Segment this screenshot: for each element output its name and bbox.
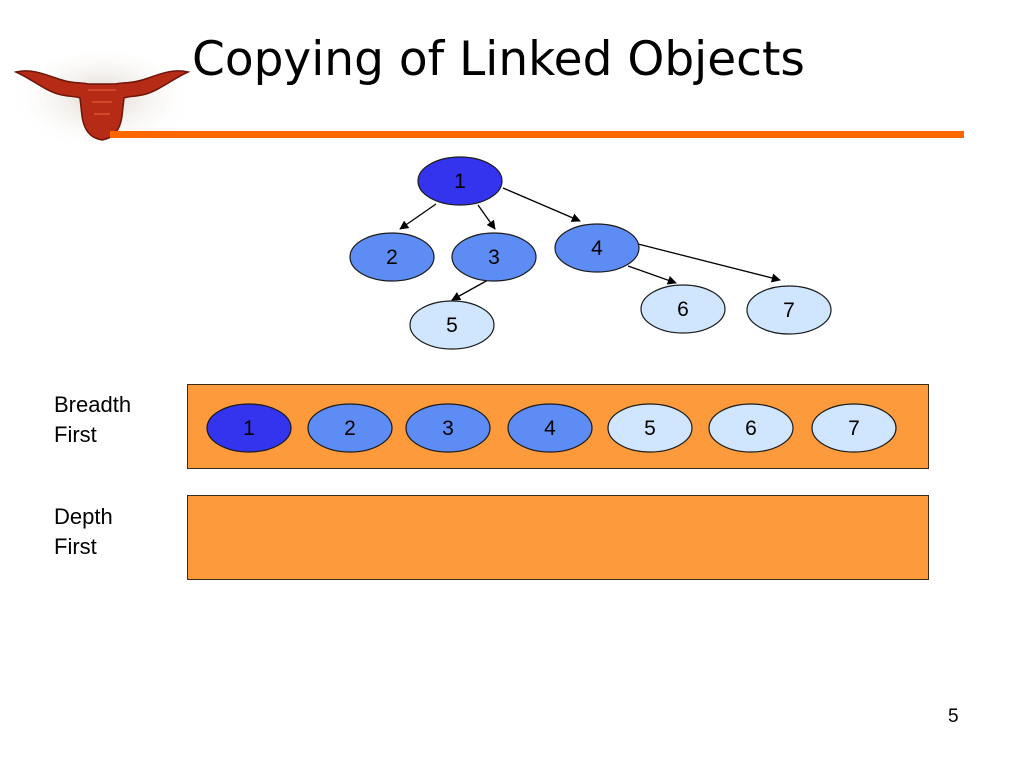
edge-3-to-5 — [451, 279, 489, 301]
graph-node-label: 1 — [454, 170, 466, 193]
breadth-node-2: 2 — [307, 403, 393, 453]
edge-1-to-2 — [399, 203, 437, 230]
graph-node-label: 7 — [783, 299, 795, 322]
breadth-first-label: Breadth First — [54, 390, 131, 450]
breadth-node-1: 1 — [206, 403, 292, 453]
edge-4-to-6 — [627, 265, 677, 285]
breadth-first-band: 1 2 3 4 5 6 7 — [187, 384, 929, 469]
graph-node-7: 7 — [746, 285, 832, 335]
graph-node-label: 4 — [591, 237, 603, 260]
graph-node-2: 2 — [349, 232, 435, 282]
breadth-node-label: 1 — [243, 417, 255, 440]
breadth-node-label: 5 — [644, 417, 656, 440]
breadth-first-label-line2: First — [54, 422, 97, 447]
title-underline-rule — [110, 131, 964, 138]
edge-1-to-3 — [477, 204, 496, 230]
slide-page-number: 5 — [948, 706, 959, 727]
depth-first-label: Depth First — [54, 502, 113, 562]
graph-edges — [399, 187, 781, 301]
breadth-node-6: 6 — [708, 403, 794, 453]
graph-node-label: 5 — [446, 314, 458, 337]
breadth-node-3: 3 — [405, 403, 491, 453]
edge-4-to-7 — [637, 243, 781, 283]
breadth-node-label: 3 — [442, 417, 454, 440]
edge-1-to-4 — [502, 187, 581, 222]
graph-node-label: 3 — [488, 246, 500, 269]
breadth-first-label-line1: Breadth — [54, 392, 132, 417]
graph-node-label: 2 — [386, 246, 398, 269]
breadth-node-label: 7 — [848, 417, 860, 440]
breadth-node-label: 6 — [745, 417, 757, 440]
depth-first-label-line1: Depth — [54, 504, 113, 529]
graph-node-3: 3 — [451, 232, 537, 282]
graph-node-label: 6 — [677, 298, 689, 321]
breadth-node-7: 7 — [811, 403, 897, 453]
depth-first-band — [187, 495, 929, 580]
longhorn-logo-icon — [14, 52, 190, 152]
breadth-node-label: 2 — [344, 417, 356, 440]
graph-node-1: 1 — [417, 156, 503, 206]
slide-title: Copying of Linked Objects — [192, 32, 805, 87]
graph-node-5: 5 — [409, 300, 495, 350]
graph-node-4: 4 — [554, 223, 640, 273]
depth-first-label-line2: First — [54, 534, 97, 559]
breadth-first-node-row: 1 2 3 4 5 6 7 — [206, 403, 897, 453]
graph-node-6: 6 — [640, 284, 726, 334]
breadth-node-5: 5 — [607, 403, 693, 453]
breadth-node-label: 4 — [544, 417, 556, 440]
breadth-node-4: 4 — [507, 403, 593, 453]
